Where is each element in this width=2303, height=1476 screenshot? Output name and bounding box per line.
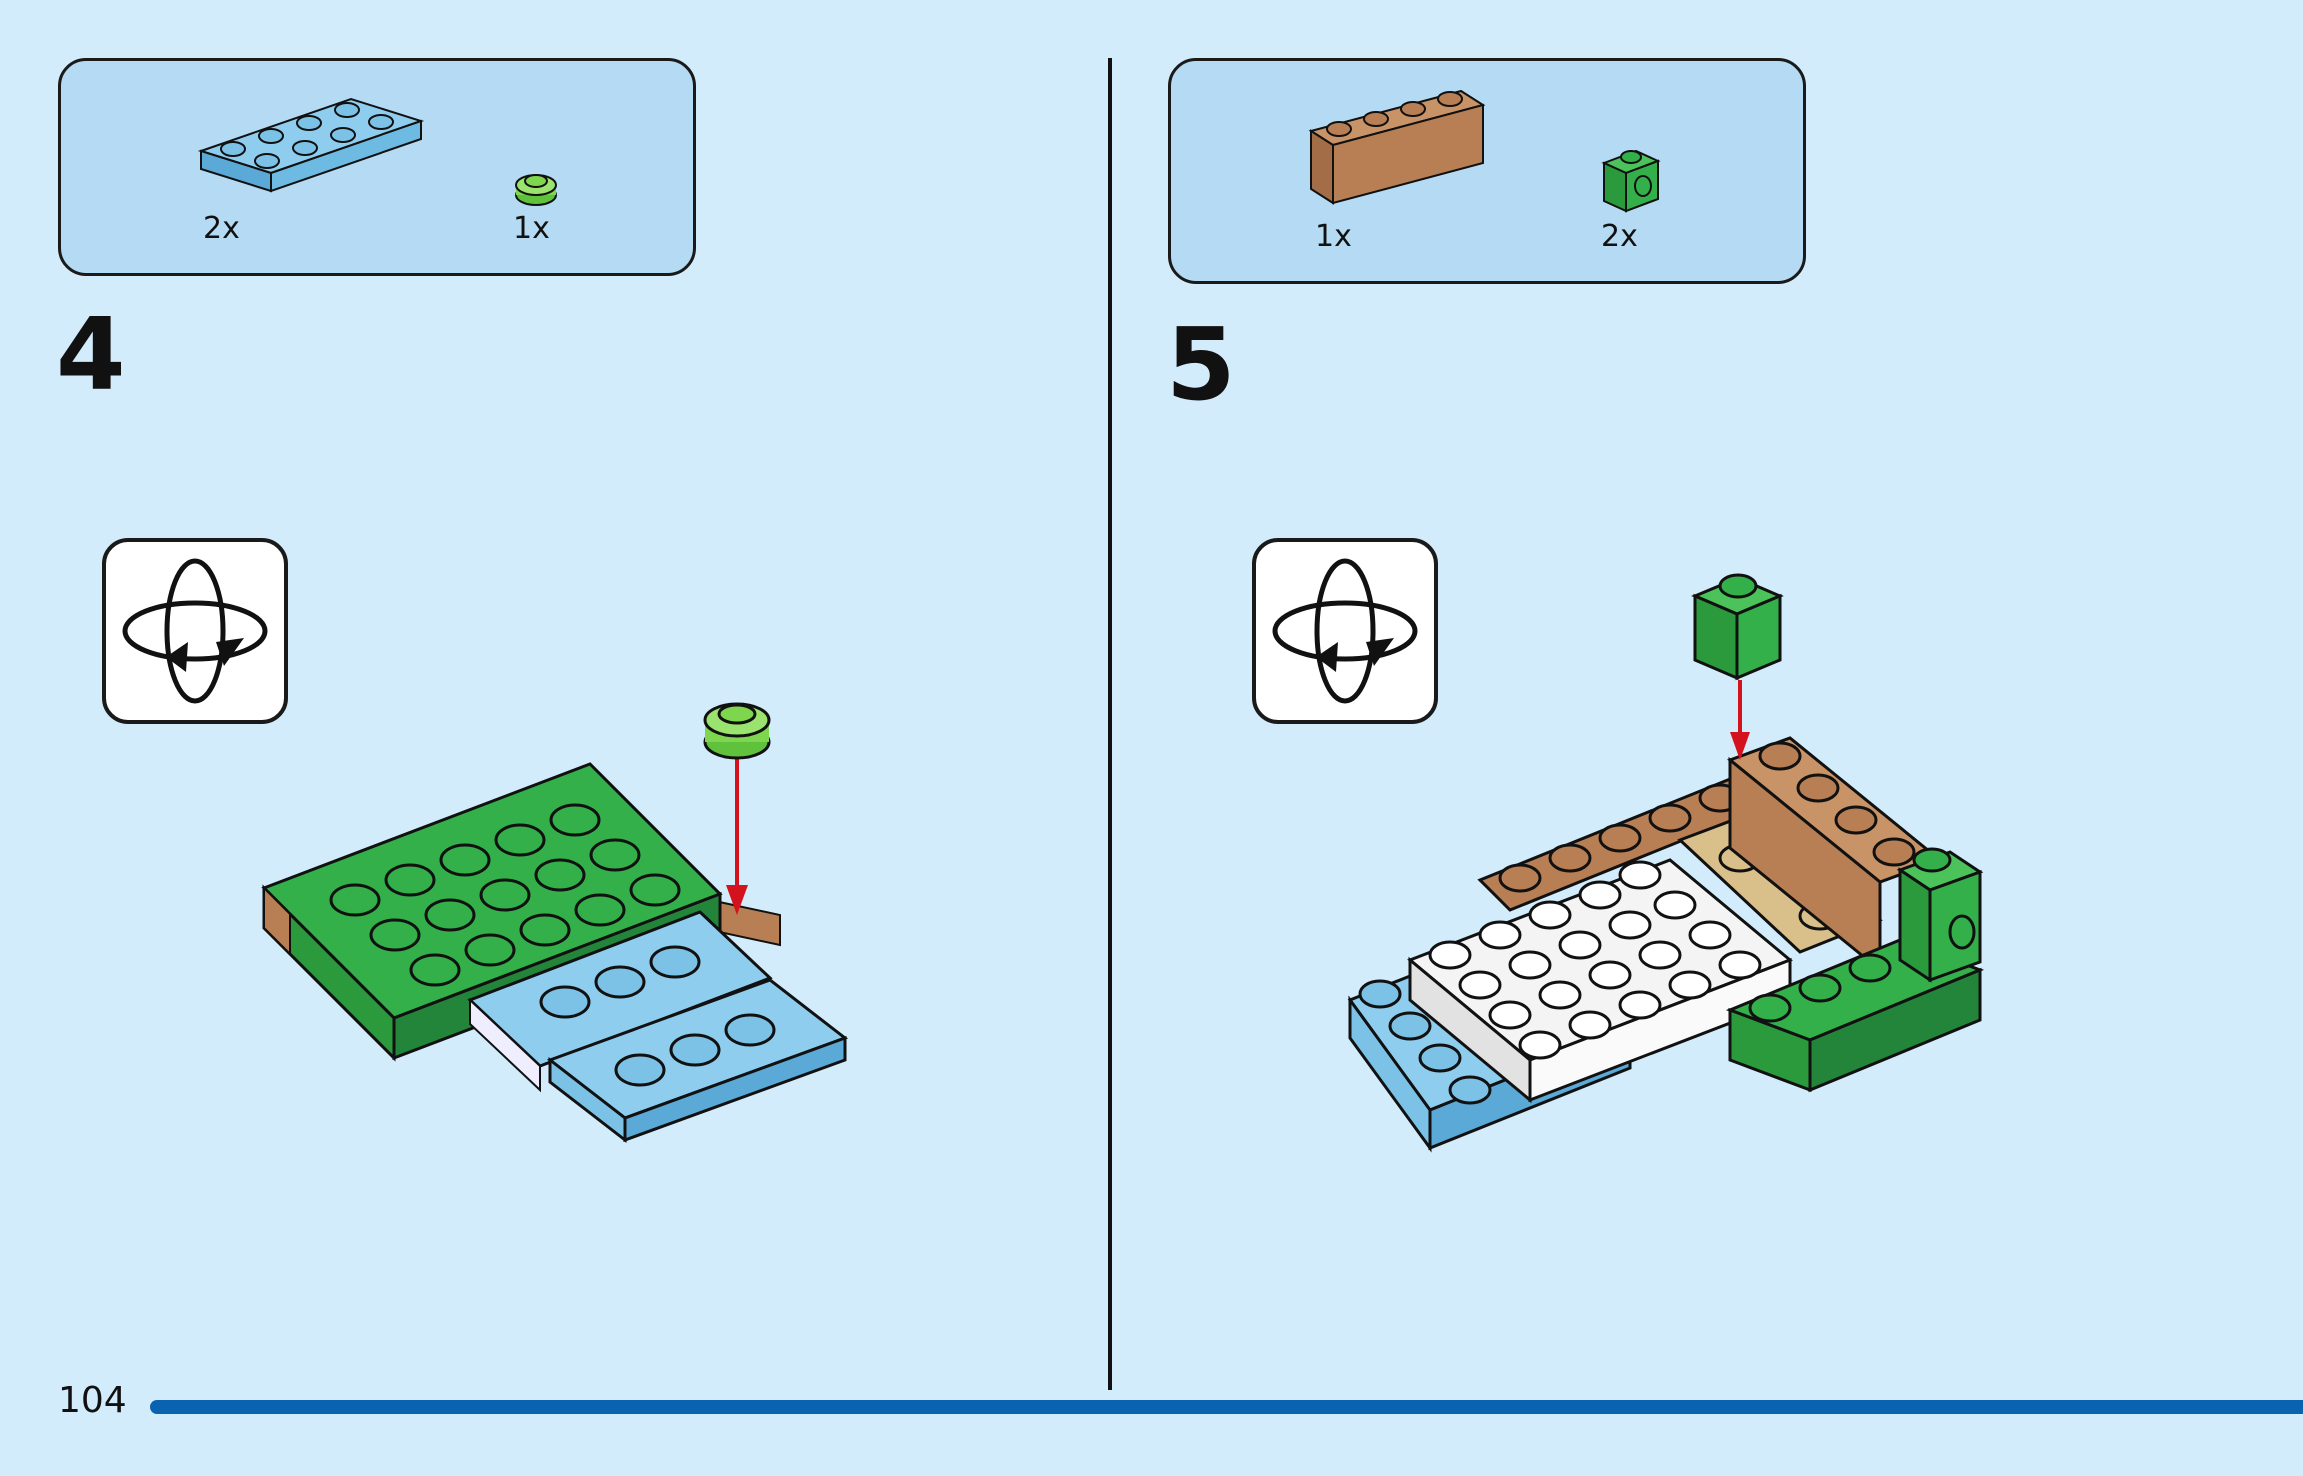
part-qty-lime-round-plate: 1x (513, 211, 550, 246)
step-number-5: 5 (1166, 306, 1236, 423)
part-qty-light-blue-plate: 2x (203, 211, 240, 246)
part-qty-green-brick: 2x (1601, 219, 1638, 254)
rotate-model-box-step5 (1252, 538, 1438, 724)
rotate-model-box-step4 (102, 538, 288, 724)
step-divider (1108, 58, 1112, 1390)
rotate-model-icon (1272, 558, 1418, 704)
rotate-model-icon (122, 558, 268, 704)
green-brick-side-stud-icon (1601, 149, 1661, 213)
step4-parts-box: 2x 1x (58, 58, 696, 276)
page-progress-bar (150, 1400, 2303, 1414)
step5-model-illustration (1347, 573, 1985, 1153)
tan-brick-1x4-icon (1308, 89, 1486, 205)
step-number-4: 4 (56, 296, 126, 413)
light-blue-plate-2x4-icon (197, 97, 425, 193)
part-qty-tan-brick: 1x (1315, 219, 1352, 254)
lime-round-plate-icon (515, 174, 557, 206)
page-number: 104 (58, 1380, 127, 1421)
step4-model-illustration (261, 702, 849, 1144)
step5-parts-box: 1x 2x (1168, 58, 1806, 284)
